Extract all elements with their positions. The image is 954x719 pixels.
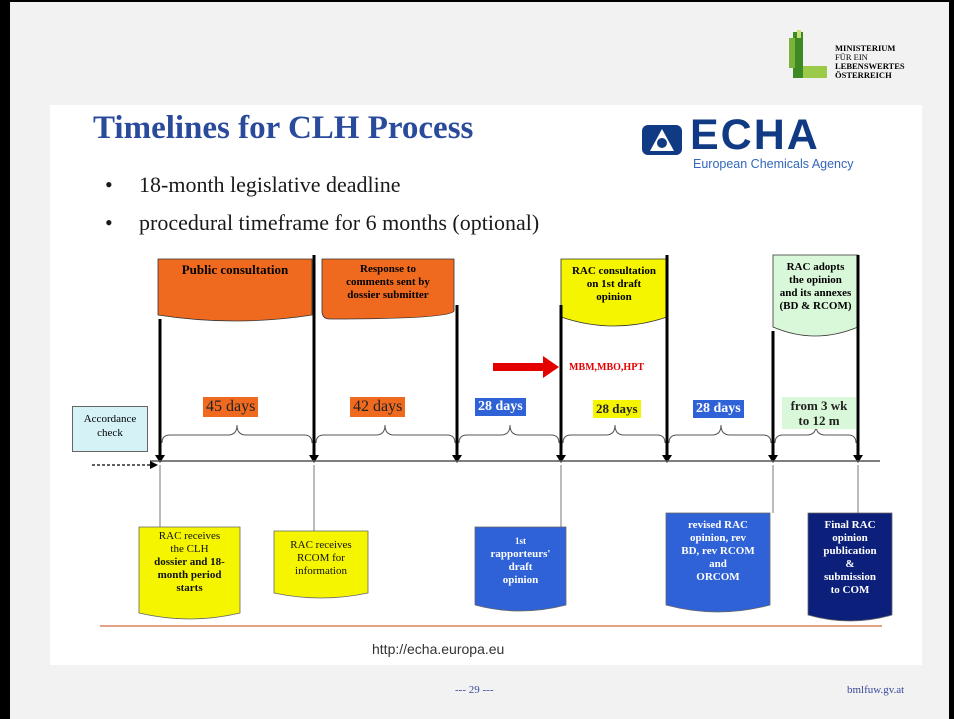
brace-2 xyxy=(315,424,456,444)
duration-3wk-12m: from 3 wk to 12 m xyxy=(782,397,856,429)
duration-28-days-3: 28 days xyxy=(693,400,744,418)
note-first-draft-opinion: 1st rapporteurs' draft opinion xyxy=(490,536,551,586)
page-number: --- 29 --- xyxy=(455,684,494,696)
slide-title: Timelines for CLH Process xyxy=(93,110,474,146)
bullet-dot: • xyxy=(105,172,113,197)
duration-45-days: 45 days xyxy=(203,397,259,417)
brace-1 xyxy=(161,424,313,444)
logo-line3: LEBENSWERTES xyxy=(835,61,905,71)
flag-response xyxy=(321,258,455,320)
duration-28-days-2: 28 days xyxy=(593,400,641,418)
note-shape-2 xyxy=(273,530,369,599)
note-shape-1 xyxy=(138,526,241,620)
flag-rac-adopts-text: RAC adopts the opinion and its annexes (… xyxy=(779,261,852,312)
echa-subtitle: European Chemicals Agency xyxy=(693,157,854,171)
note-final-opinion: Final RAC opinion publication & submissi… xyxy=(823,519,877,596)
frame-top xyxy=(0,0,954,2)
frame-right xyxy=(949,0,954,719)
note-shape-4 xyxy=(665,512,771,613)
brace-4 xyxy=(562,424,666,444)
echa-logo: ECHA European Chemicals Agency xyxy=(640,111,872,177)
accordance-check-box: Accordance check xyxy=(72,406,148,452)
arrow-label: MBM,MBO,HPT xyxy=(569,362,644,373)
red-arrow-icon xyxy=(493,356,559,378)
flag-response-text: Response to comments sent by dossier sub… xyxy=(346,263,430,301)
duration-42-days: 42 days xyxy=(350,397,406,417)
note-rac-receives-dossier: RAC receives the CLH dossier and 18- mon… xyxy=(154,530,225,594)
bullet-text: procedural timeframe for 6 months (optio… xyxy=(139,210,540,235)
footer-site: bmlfuw.gv.at xyxy=(847,684,905,696)
brace-3 xyxy=(458,424,560,444)
bullet-text: 18-month legislative deadline xyxy=(139,172,401,197)
note-rac-receives-rcom: RAC receives RCOM for information xyxy=(290,539,352,577)
echa-url: http://echa.europa.eu xyxy=(372,641,505,657)
note-shape-3 xyxy=(474,526,567,612)
bullet-dot: • xyxy=(105,210,113,235)
flag-public-consultation xyxy=(157,258,313,322)
timeline-diagram xyxy=(92,254,893,627)
ministry-logo-text: MINISTERIUM FÜR EIN LEBENSWERTES ÖSTERRE… xyxy=(835,44,905,80)
flag-rac-consultation-text: RAC consultation on 1st draft opinion xyxy=(571,265,657,303)
ministry-logo-mark-icon xyxy=(789,30,827,78)
ministry-logo: MINISTERIUM FÜR EIN LEBENSWERTES ÖSTERRE… xyxy=(787,30,927,90)
slide-image: Timelines for CLH Process ECHA European … xyxy=(50,105,922,665)
logo-line2: FÜR EIN xyxy=(835,52,868,62)
echa-wordmark: ECHA xyxy=(690,111,820,159)
brace-5 xyxy=(668,424,772,444)
echa-emblem-icon xyxy=(642,125,682,155)
note-revised-opinion: revised RAC opinion, rev BD, rev RCOM an… xyxy=(681,519,755,583)
logo-line4: ÖSTERREICH xyxy=(835,70,892,80)
note-shape-5 xyxy=(807,512,893,622)
flag-public-consultation-text: Public consultation xyxy=(181,262,289,277)
logo-line1: MINISTERIUM xyxy=(835,43,896,53)
frame-left xyxy=(0,0,10,719)
duration-28-days-1: 28 days xyxy=(475,398,526,416)
